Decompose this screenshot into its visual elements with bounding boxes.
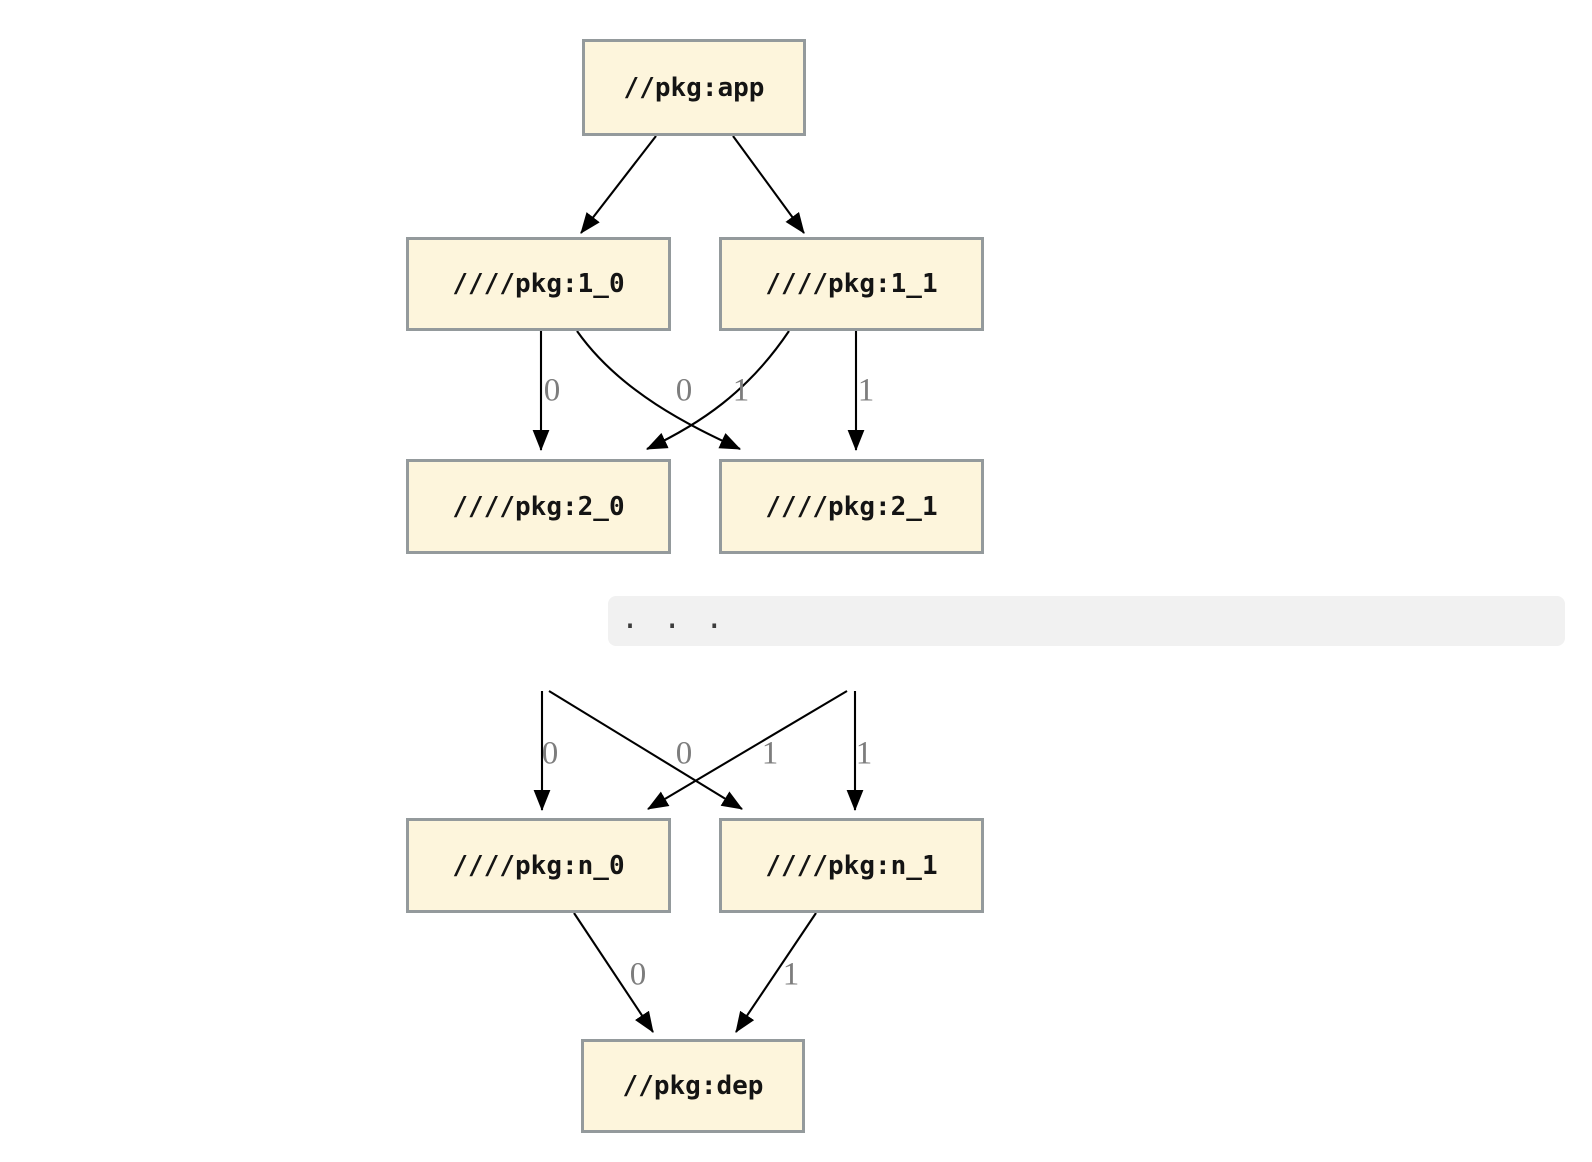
node-pkg-n_1: ////pkg:n_1 (719, 818, 984, 913)
edge-label-1_1-2_0: 0 (675, 372, 693, 409)
edge-label-n_1-dep: 1 (782, 956, 800, 993)
edge-1_1-to-2_0 (646, 330, 790, 450)
node-pkg-app: //pkg:app (582, 39, 806, 136)
edge-label-n_0-dep: 0 (629, 956, 647, 993)
edge-label-ellipsis-n_1-straight: 1 (855, 735, 873, 772)
edge-n_1-to-dep (735, 912, 817, 1033)
node-pkg-2_0: ////pkg:2_0 (406, 459, 671, 554)
edge-label-ellipsis-n_0-straight: 0 (541, 735, 559, 772)
node-pkg-n_0: ////pkg:n_0 (406, 818, 671, 913)
edge-label-1_1-2_1: 1 (857, 372, 875, 409)
edge-app-to-1_0 (580, 135, 657, 234)
edge-ellipsis-to-n_1-cross (548, 690, 743, 810)
edge-label-1_0-2_0: 0 (543, 372, 561, 409)
edge-app-to-1_1 (732, 135, 805, 234)
edge-1_0-to-2_1 (576, 330, 741, 450)
node-pkg-dep: //pkg:dep (581, 1039, 805, 1133)
node-pkg-2_1: ////pkg:2_1 (719, 459, 984, 554)
edge-label-ellipsis-n_0-cross: 0 (675, 735, 693, 772)
edge-label-ellipsis-n_1-cross: 1 (761, 735, 779, 772)
ellipsis-code-block: . . . (608, 596, 1565, 646)
node-pkg-1_1: ////pkg:1_1 (719, 237, 984, 331)
edge-label-1_0-2_1: 1 (732, 372, 750, 409)
node-pkg-1_0: ////pkg:1_0 (406, 237, 671, 331)
